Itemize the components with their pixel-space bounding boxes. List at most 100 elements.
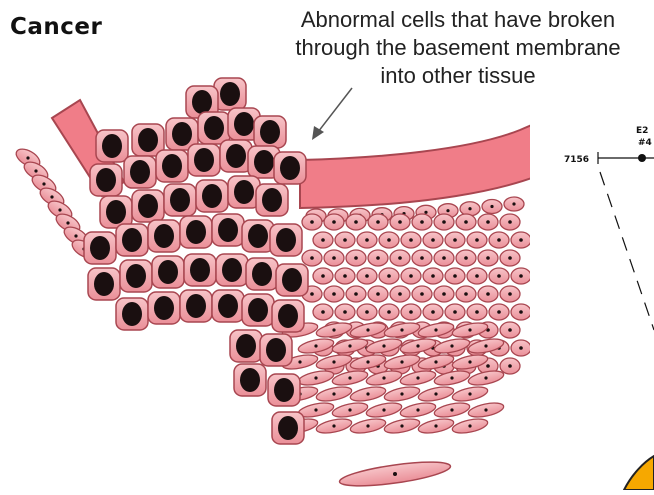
normal-cell-nucleus — [354, 220, 358, 224]
spindle-cell-nucleus — [382, 344, 385, 347]
caption-line-1: Abnormal cells that have broken — [262, 6, 654, 34]
annotation-caption: Abnormal cells that have broken through … — [262, 6, 654, 90]
normal-cell-nucleus — [420, 292, 424, 296]
epithelial-cell-nucleus — [26, 156, 29, 159]
cancer-cell-nucleus — [240, 368, 260, 392]
normal-cell-nucleus — [519, 346, 523, 350]
cancer-cell-nucleus — [122, 228, 142, 252]
spindle-cell-nucleus — [382, 376, 385, 379]
cancer-cell-nucleus — [234, 112, 254, 136]
inset-label-top-1: E2 — [636, 126, 648, 136]
normal-cell-nucleus — [398, 256, 402, 260]
normal-cell-nucleus — [354, 256, 358, 260]
spindle-cell-nucleus — [450, 344, 453, 347]
normal-cell-nucleus — [464, 292, 468, 296]
cancer-cell-nucleus — [278, 304, 298, 328]
pointer-arrow-head — [312, 126, 324, 140]
normal-cell-nucleus — [486, 364, 490, 368]
cancer-cell-nucleus — [266, 338, 286, 362]
spindle-cell-nucleus — [400, 360, 403, 363]
normal-cell-nucleus — [409, 274, 413, 278]
inset-label-top-2: #4 — [638, 138, 652, 148]
normal-cell-nucleus — [420, 256, 424, 260]
spindle-cell-nucleus — [366, 424, 369, 427]
cancer-cell-nucleus — [102, 134, 122, 158]
epithelial-cell-nucleus — [34, 169, 37, 172]
spindle-cell-nucleus — [314, 376, 317, 379]
normal-cell-nucleus — [343, 238, 347, 242]
normal-cell-nucleus — [321, 310, 325, 314]
normal-cell-nucleus — [354, 292, 358, 296]
normal-cell-nucleus — [497, 310, 501, 314]
cancer-cell-nucleus — [170, 188, 190, 212]
normal-cell-nucleus — [453, 238, 457, 242]
spindle-cell-nucleus — [332, 424, 335, 427]
normal-cell-nucleus — [464, 256, 468, 260]
spindle-cell-nucleus — [400, 328, 403, 331]
cancer-cell-nucleus — [260, 120, 280, 144]
cancer-cell-nucleus — [90, 236, 110, 260]
normal-cell-nucleus — [453, 310, 457, 314]
spindle-cell-nucleus — [468, 328, 471, 331]
normal-cell-nucleus — [486, 220, 490, 224]
normal-cell-nucleus — [420, 220, 424, 224]
cancer-cell-nucleus — [130, 160, 150, 184]
normal-cell-nucleus — [398, 220, 402, 224]
spindle-cell-nucleus — [450, 376, 453, 379]
normal-cell-nucleus — [310, 292, 314, 296]
normal-cell-nucleus — [376, 220, 380, 224]
epithelial-cell-nucleus — [424, 211, 427, 214]
cancer-cell-nucleus — [122, 302, 142, 326]
spindle-cell-nucleus — [332, 328, 335, 331]
spindle-tissue-cells — [281, 320, 505, 435]
spindle-cell-nucleus — [400, 424, 403, 427]
normal-cell-nucleus — [332, 220, 336, 224]
normal-cell-nucleus — [365, 238, 369, 242]
cancer-cell-nucleus — [274, 378, 294, 402]
spindle-cell-nucleus — [484, 408, 487, 411]
normal-cell-nucleus — [442, 220, 446, 224]
cancer-cell-cluster — [84, 78, 308, 444]
normal-cell-nucleus — [376, 256, 380, 260]
normal-cell-nucleus — [453, 274, 457, 278]
spindle-cell-nucleus — [382, 408, 385, 411]
normal-cell-nucleus — [398, 292, 402, 296]
normal-cell-nucleus — [508, 328, 512, 332]
epithelial-cell-nucleus — [58, 208, 61, 211]
cancer-cell-nucleus — [186, 220, 206, 244]
normal-cell-nucleus — [365, 274, 369, 278]
spindle-cell-nucleus — [314, 408, 317, 411]
cancer-cell-nucleus — [172, 122, 192, 146]
cancer-cell-nucleus — [106, 200, 126, 224]
spindle-cell-nucleus — [416, 344, 419, 347]
spindle-cell-nucleus — [348, 376, 351, 379]
cancer-cell-nucleus — [192, 90, 212, 114]
normal-cell-nucleus — [431, 310, 435, 314]
normal-cell-nucleus — [365, 310, 369, 314]
cancer-cell-nucleus — [282, 268, 302, 292]
normal-cell-nucleus — [332, 256, 336, 260]
spindle-cell-nucleus — [416, 408, 419, 411]
normal-cell-nucleus — [486, 256, 490, 260]
cancer-cell-nucleus — [202, 184, 222, 208]
cancer-cell-nucleus — [226, 144, 246, 168]
normal-cell-nucleus — [508, 292, 512, 296]
normal-cell-nucleus — [310, 256, 314, 260]
normal-cell-nucleus — [343, 310, 347, 314]
spindle-cell-nucleus — [400, 392, 403, 395]
normal-cell-nucleus — [321, 238, 325, 242]
cancer-cell-nucleus — [218, 218, 238, 242]
cancer-cell-nucleus — [252, 262, 272, 286]
inset-label-side: 7156 — [564, 155, 589, 165]
normal-cell-nucleus — [321, 274, 325, 278]
normal-cell-nucleus — [508, 256, 512, 260]
basement-membrane-right — [300, 118, 560, 208]
epithelial-cell-nucleus — [490, 205, 493, 208]
spindle-cell-nucleus — [314, 344, 317, 347]
normal-cell-nucleus — [431, 238, 435, 242]
cancer-cell-nucleus — [162, 154, 182, 178]
spindle-cell-nucleus — [434, 360, 437, 363]
spindle-cell-nucleus — [366, 392, 369, 395]
pointer-arrow-line — [318, 88, 352, 132]
